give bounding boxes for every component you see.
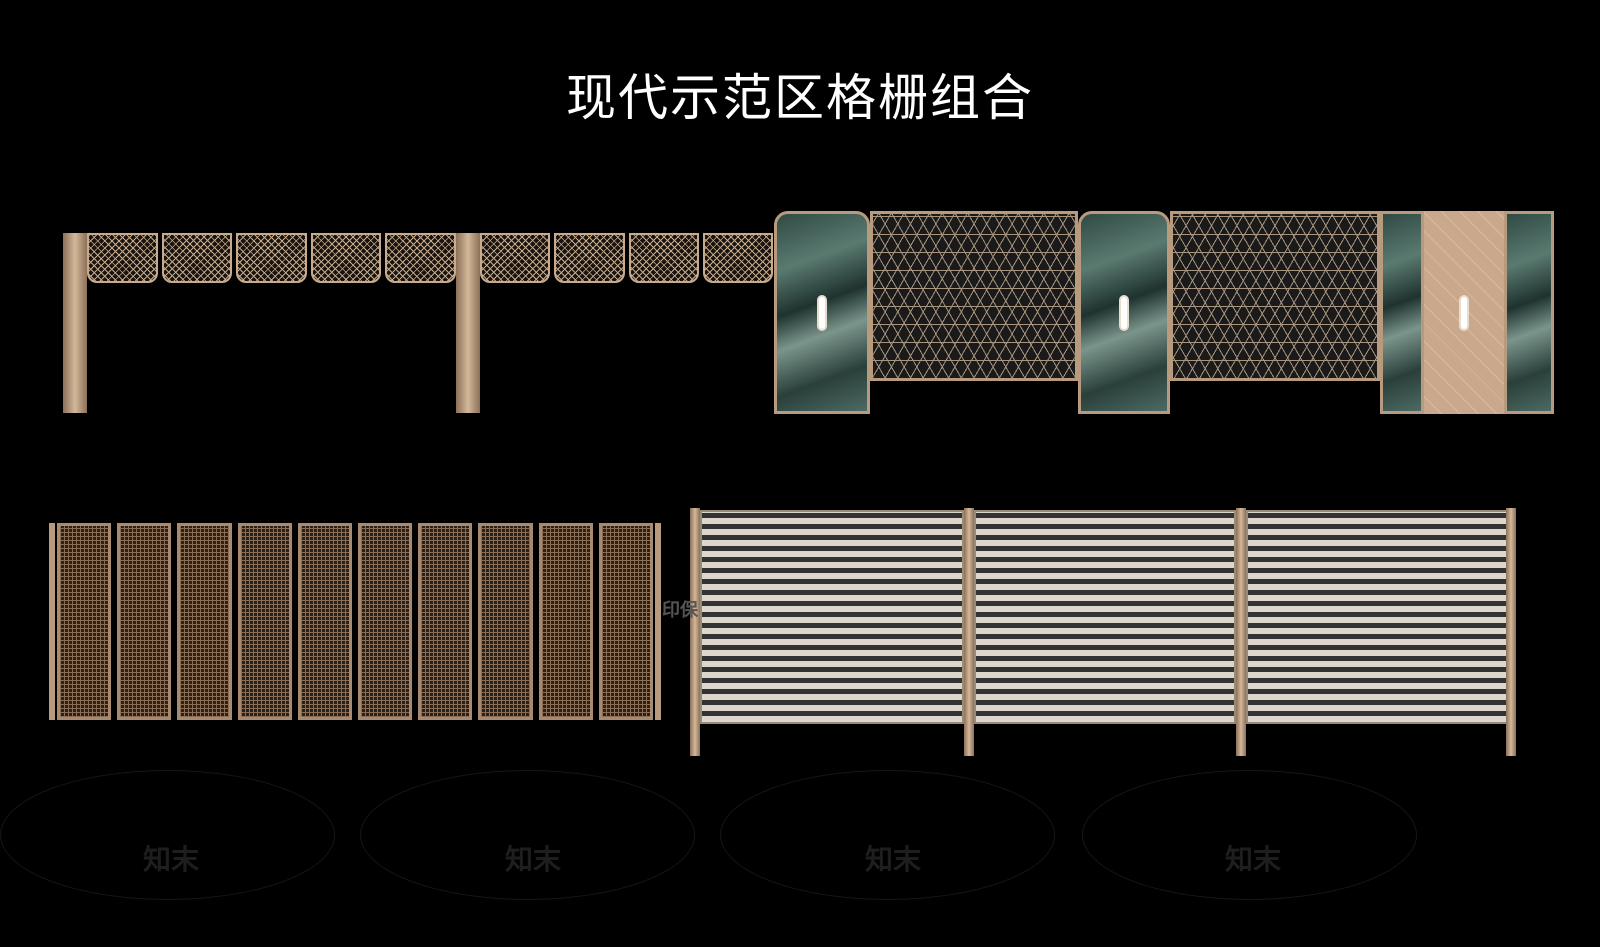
slat-panel [974, 510, 1236, 724]
lattice-panel [236, 233, 307, 283]
marble-pillar [1078, 211, 1170, 414]
watermark-text: 知末 [505, 843, 562, 876]
mesh-panel [57, 523, 112, 720]
mesh-panel [598, 523, 654, 720]
slat-panel [1246, 510, 1508, 724]
grille-post [690, 508, 700, 756]
mesh-panel [358, 523, 413, 720]
watermark-text: 知末 [143, 843, 200, 876]
lattice-panel-group [480, 233, 773, 283]
grille-post [964, 508, 974, 756]
frame-post [49, 523, 55, 720]
mesh-panel [237, 523, 292, 720]
lattice-panel [385, 233, 456, 283]
mesh-panel [478, 523, 533, 720]
marble-pillar [1504, 211, 1554, 414]
watermark-text: 知末 [865, 843, 922, 876]
grille-post [1506, 508, 1516, 756]
lattice-panel [310, 233, 382, 283]
watermark-ellipse [0, 770, 335, 900]
grille-post [1236, 508, 1246, 756]
marble-pillar [774, 211, 870, 414]
watermark-partial: 印保 [662, 600, 698, 621]
watermark-ellipse [720, 770, 1055, 900]
hex-grille-panel [1170, 211, 1380, 381]
lattice-panel [87, 233, 158, 283]
mesh-panel [117, 523, 172, 720]
lamp-icon [1459, 294, 1469, 331]
diamond-panel [1424, 211, 1504, 414]
lattice-fence-with-posts [63, 233, 773, 415]
lattice-panel-group [87, 233, 456, 283]
fence-post [456, 233, 480, 413]
lattice-panel [628, 233, 699, 283]
mesh-panel [538, 523, 593, 720]
slide-title: 现代示范区格栅组合 [566, 69, 1034, 127]
lattice-panel [161, 233, 233, 283]
lattice-panel [554, 233, 625, 283]
lattice-panel [480, 233, 551, 283]
watermark-ellipse [1082, 770, 1417, 900]
watermark-ellipse [360, 770, 695, 900]
mesh-panel [177, 523, 232, 720]
slat-panel [700, 510, 964, 724]
mesh-panel [297, 523, 353, 720]
horizontal-slat-grille [690, 508, 1516, 756]
marble-pillar-hex-grille [774, 211, 1554, 414]
fence-post [63, 233, 87, 413]
watermark-text: 知末 [1225, 843, 1282, 876]
marble-pillar [1380, 211, 1424, 414]
frame-post [655, 523, 661, 720]
mesh-panel [418, 523, 473, 720]
lamp-icon [817, 294, 827, 331]
hex-grille-panel [870, 211, 1078, 381]
bronze-mesh-screen [49, 523, 661, 720]
lattice-panel [702, 233, 773, 283]
lamp-icon [1119, 294, 1129, 331]
